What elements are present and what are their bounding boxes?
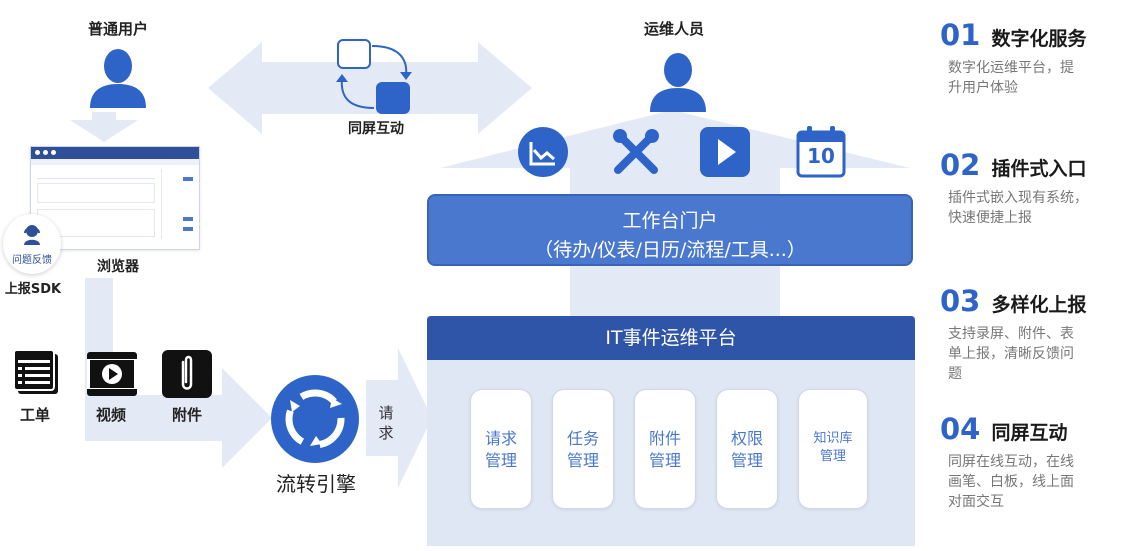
module-label-line1: 知识库 bbox=[813, 431, 853, 446]
bidirectional-arrow bbox=[208, 42, 532, 134]
video-icon bbox=[87, 352, 137, 396]
feature-desc-line1: 支持录屏、附件、表 bbox=[948, 326, 1074, 342]
workbench-portal[interactable]: 工作台门户 （待办/仪表/日历/流程/工具...） bbox=[427, 194, 913, 266]
attachment-icon bbox=[162, 350, 212, 398]
module-attachment-management[interactable]: 附件 管理 bbox=[634, 389, 696, 509]
feature-04: 04 同屏互动 同屏在线互动，在线 画笔、白板，线上面 对面交互 bbox=[940, 412, 1120, 512]
module-knowledge-management[interactable]: 知识库 管理 bbox=[798, 389, 868, 509]
input-label-attachment: 附件 bbox=[171, 406, 202, 424]
to-engine-arrow bbox=[85, 368, 272, 468]
feature-desc-line1: 插件式嵌入现有系统， bbox=[948, 190, 1088, 206]
module-label-line2: 管理 bbox=[648, 451, 681, 470]
normal-user-label: 普通用户 bbox=[87, 20, 148, 38]
calendar-icon[interactable] bbox=[795, 124, 847, 178]
flow-engine-icon bbox=[271, 375, 359, 463]
feature-number: 04 bbox=[940, 412, 981, 446]
request-label: 请求 bbox=[378, 404, 394, 442]
flow-engine-label: 流转引擎 bbox=[276, 472, 356, 496]
ops-staff-label: 运维人员 bbox=[643, 20, 704, 38]
play-icon[interactable] bbox=[699, 126, 751, 178]
module-permission-management[interactable]: 权限 管理 bbox=[716, 389, 778, 509]
calendar-day: 10 bbox=[807, 144, 835, 168]
module-label-line1: 请求 bbox=[484, 429, 517, 448]
browser-label: 浏览器 bbox=[97, 259, 139, 275]
sdk-label: 上报SDK bbox=[4, 282, 62, 297]
dashboard-chart-icon[interactable] bbox=[517, 126, 569, 178]
module-request-management[interactable]: 请求 管理 bbox=[470, 389, 532, 509]
it-platform-title: IT事件运维平台 bbox=[427, 316, 915, 360]
user-icon bbox=[90, 49, 146, 108]
feature-number: 02 bbox=[940, 148, 981, 182]
sdk-badge[interactable]: 问题反馈 bbox=[3, 214, 61, 274]
feature-number: 01 bbox=[940, 18, 981, 52]
work-order-icon bbox=[13, 349, 58, 394]
ops-user-icon bbox=[650, 53, 706, 112]
module-label-line2: 管理 bbox=[730, 451, 763, 470]
module-label-line2: 管理 bbox=[566, 451, 599, 470]
feature-title: 数字化服务 bbox=[991, 28, 1087, 50]
feature-desc-line1: 同屏在线互动，在线 bbox=[948, 454, 1074, 470]
feature-desc-line2: 单上报，清晰反馈问 bbox=[948, 346, 1074, 362]
feature-desc-line2: 画笔、白板，线上面 bbox=[948, 474, 1074, 490]
feature-desc-line3: 对面交互 bbox=[948, 494, 1004, 510]
module-label-line1: 任务 bbox=[566, 429, 599, 448]
module-label-line1: 权限 bbox=[730, 429, 763, 448]
same-screen-label: 同屏互动 bbox=[348, 121, 404, 137]
portal-title: 工作台门户 bbox=[622, 210, 718, 232]
feature-03: 03 多样化上报 支持录屏、附件、表 单上报，清晰反馈问 题 bbox=[940, 284, 1120, 384]
portal-subtitle: （待办/仪表/日历/流程/工具...） bbox=[534, 239, 806, 261]
sdk-badge-label: 问题反馈 bbox=[12, 255, 52, 266]
feature-number: 03 bbox=[940, 284, 981, 318]
tools-icon[interactable] bbox=[610, 126, 662, 178]
feature-02: 02 插件式入口 插件式嵌入现有系统， 快速便捷上报 bbox=[940, 148, 1125, 228]
feature-title: 同屏互动 bbox=[991, 422, 1068, 444]
module-label-line1: 附件 bbox=[648, 429, 681, 448]
to-platform-arrow bbox=[366, 348, 432, 488]
headset-icon bbox=[24, 225, 40, 245]
feature-01: 01 数字化服务 数字化运维平台，提 升用户体验 bbox=[940, 18, 1120, 98]
input-label-work-order: 工单 bbox=[19, 406, 50, 424]
feature-desc-line1: 数字化运维平台，提 bbox=[948, 60, 1074, 76]
feature-desc-line2: 升用户体验 bbox=[948, 80, 1018, 96]
browser-titlebar bbox=[31, 147, 199, 159]
screen-share-icon bbox=[336, 39, 412, 114]
user-down-arrow bbox=[70, 112, 138, 142]
module-task-management[interactable]: 任务 管理 bbox=[552, 389, 614, 509]
feature-title: 插件式入口 bbox=[991, 158, 1087, 180]
module-label-line2: 管理 bbox=[819, 449, 846, 464]
module-label-line2: 管理 bbox=[484, 451, 517, 470]
feature-desc-line3: 题 bbox=[948, 366, 962, 382]
input-label-video: 视频 bbox=[95, 406, 126, 424]
feature-title: 多样化上报 bbox=[991, 294, 1087, 316]
feature-desc-line2: 快速便捷上报 bbox=[948, 210, 1032, 226]
